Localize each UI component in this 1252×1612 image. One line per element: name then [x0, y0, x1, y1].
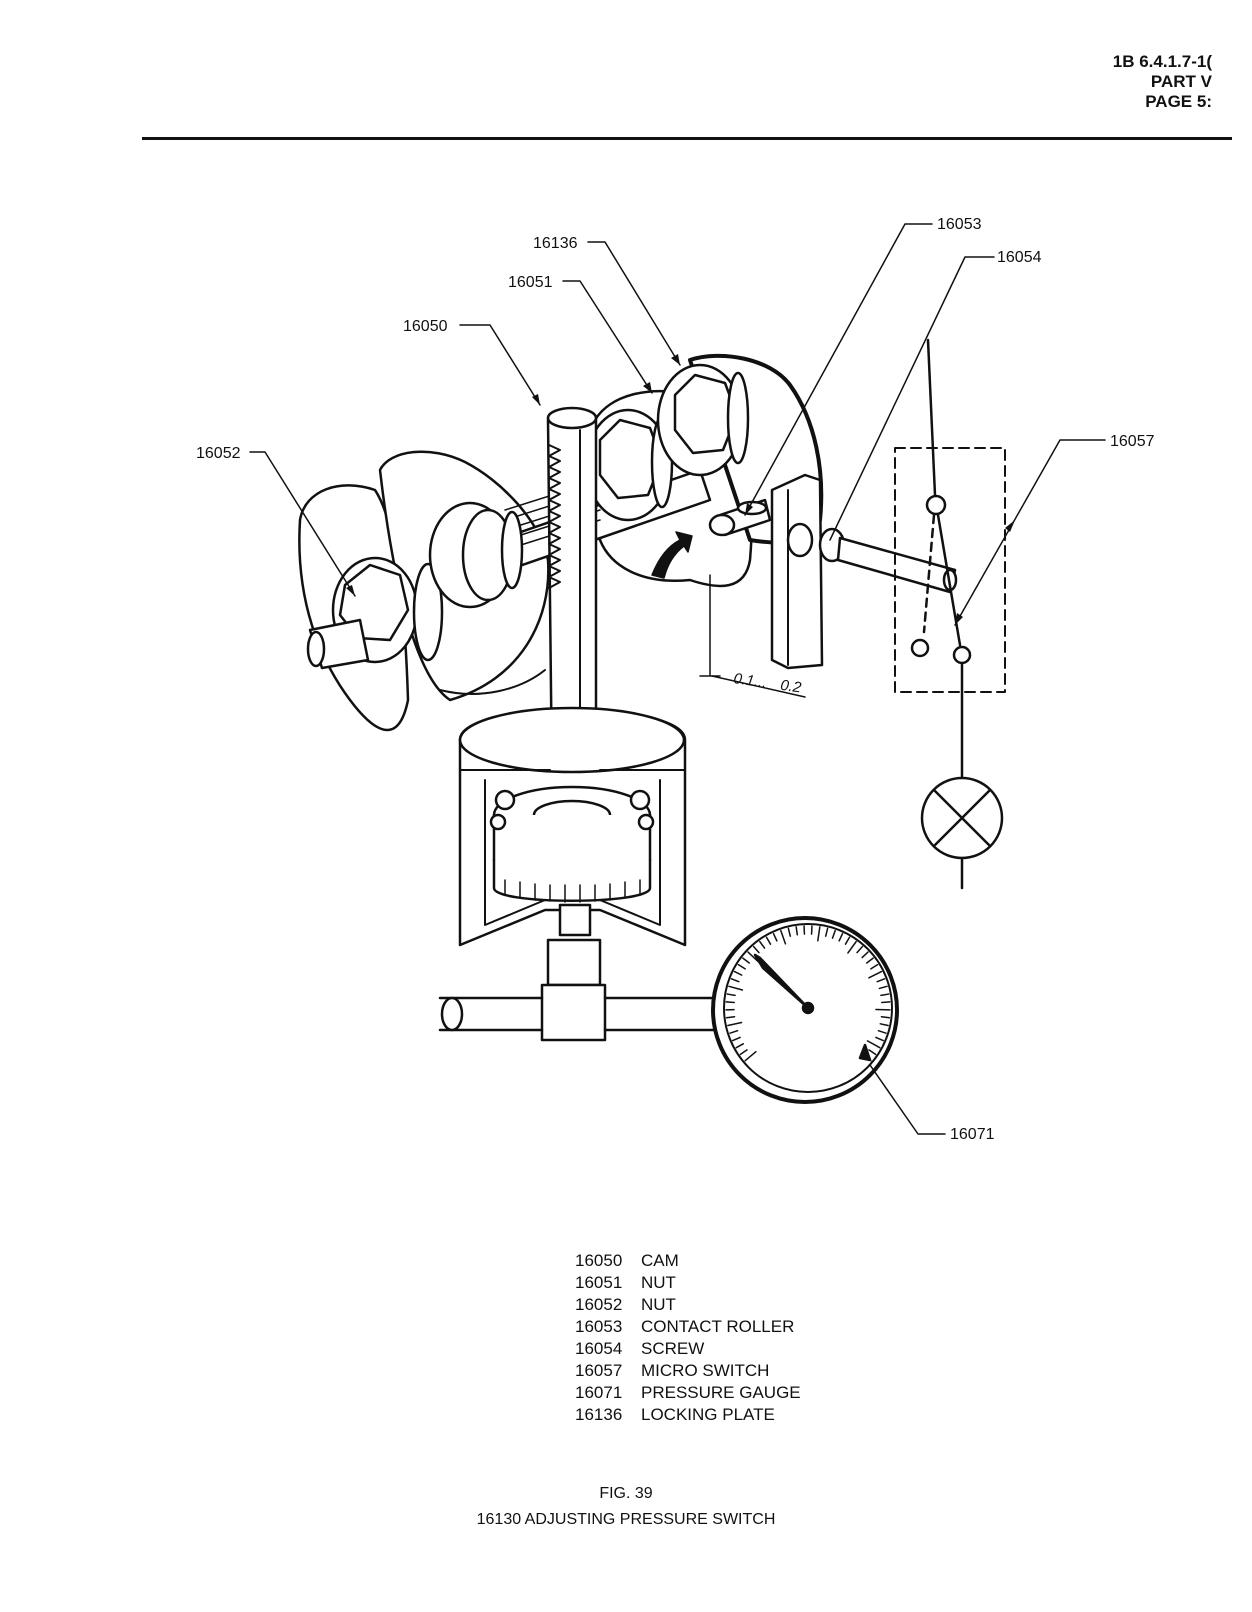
callout-16071: 16071 [950, 1126, 995, 1143]
bracket-drawing [772, 475, 822, 668]
callout-16050: 16050 [403, 318, 448, 335]
legend-part-name: SCREW [641, 1338, 704, 1360]
callout-16052: 16052 [196, 445, 241, 462]
legend-code: 16071 [575, 1382, 641, 1404]
legend-code: 16052 [575, 1294, 641, 1316]
legend-part-name: PRESSURE GAUGE [641, 1382, 801, 1404]
dimension-sep: ... [753, 673, 768, 692]
gauge-tick [881, 1017, 889, 1018]
dimension-from: 0.1 [732, 670, 755, 690]
dimension-to: 0.2 [779, 677, 803, 697]
legend-part-name: NUT [641, 1294, 676, 1316]
gauge-tick [727, 1017, 735, 1018]
legend-code: 16051 [575, 1272, 641, 1294]
figure-title: 16130 ADJUSTING PRESSURE SWITCH [0, 1511, 1252, 1529]
legend-code: 16054 [575, 1338, 641, 1360]
legend-part-name: NUT [641, 1272, 676, 1294]
figure-number: FIG. 39 [0, 1485, 1252, 1503]
callout-16057: 16057 [1110, 433, 1155, 450]
legend-code: 16053 [575, 1316, 641, 1338]
callout-16051: 16051 [508, 274, 553, 291]
legend-code: 16057 [575, 1360, 641, 1382]
legend-code: 16050 [575, 1250, 641, 1272]
gauge-tick [726, 1002, 734, 1003]
gauge-tick [882, 1002, 890, 1003]
svg-text:0.1...0.2: 0.1... 0.2 [732, 670, 803, 696]
callout-16054: 16054 [997, 249, 1042, 266]
callout-16136: 16136 [533, 235, 578, 252]
callout-16053: 16053 [937, 216, 982, 233]
pressure-gauge-drawing [713, 918, 897, 1102]
legend-part-name: CAM [641, 1250, 679, 1272]
legend-part-name: MICRO SWITCH [641, 1360, 769, 1382]
legend-code: 16136 [575, 1404, 641, 1426]
legend-part-name: CONTACT ROLLER [641, 1316, 794, 1338]
legend-part-name: LOCKING PLATE [641, 1404, 775, 1426]
locking-plate-16136-drawing [658, 365, 748, 475]
micro-switch-16057-drawing [895, 340, 1005, 888]
